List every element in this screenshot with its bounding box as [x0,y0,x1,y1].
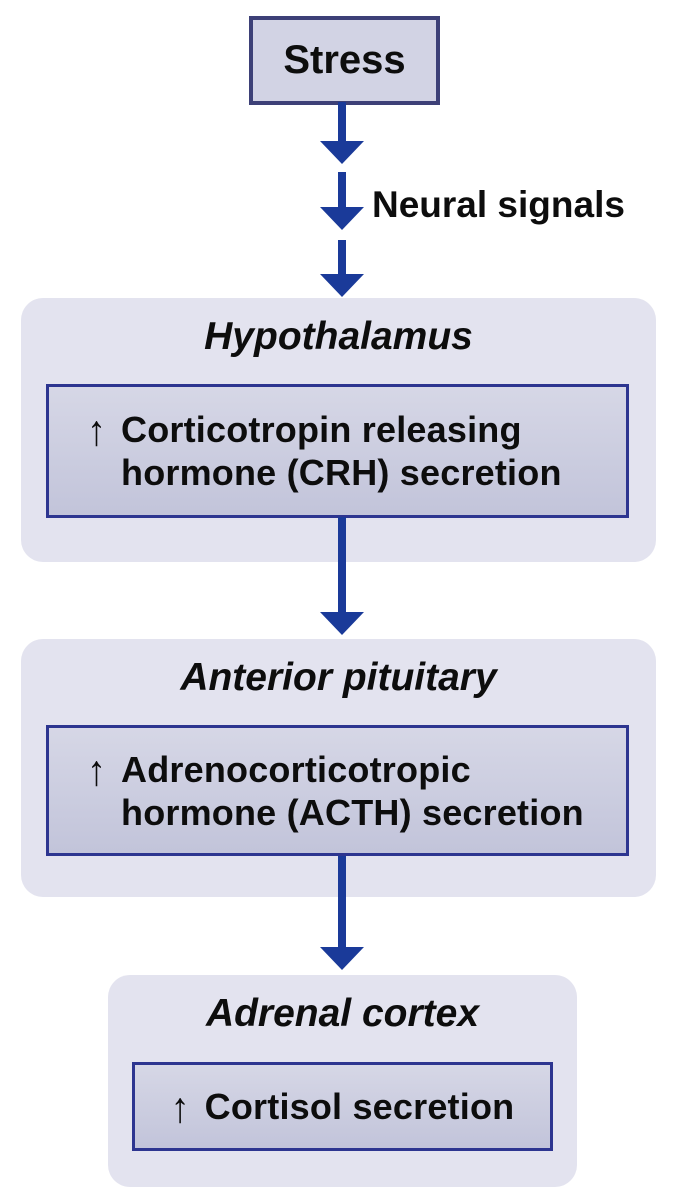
cortisol-secretion-box: ↑ Cortisol secretion [132,1062,553,1151]
down-arrowhead-icon [320,207,364,230]
down-arrowhead-icon [320,947,364,970]
down-arrow-line [338,856,346,947]
down-arrow-line [338,517,346,612]
anterior-pituitary-title: Anterior pituitary [180,656,497,699]
stress-label: Stress [283,38,406,82]
increase-arrow-icon: ↑ [87,747,106,795]
down-arrowhead-icon [320,141,364,164]
adrenal-cortex-title: Adrenal cortex [205,992,480,1035]
cortisol-secretion-text: Cortisol secretion [204,1086,515,1127]
increase-arrow-icon: ↑ [170,1085,190,1133]
crh-line2: hormone (CRH) secretion [121,452,562,493]
neural-signals-label: Neural signals [372,184,625,225]
acth-line1: Adrenocorticotropic [121,748,471,790]
stress-node: Stress [249,16,440,105]
down-arrowhead-icon [320,274,364,297]
down-arrow-line [338,240,346,274]
down-arrow-line [338,102,346,141]
adrenal-cortex-node: Adrenal cortex ↑ Cortisol secretion [108,975,577,1187]
anterior-pituitary-node: Anterior pituitary ↑ Adrenocorticotropic… [21,639,656,897]
acth-line2: hormone (ACTH) secretion [121,791,584,833]
increase-arrow-icon: ↑ [87,408,106,456]
down-arrow-line [338,172,346,207]
cortisol-secretion-content: ↑ Cortisol secretion [171,1085,515,1132]
crh-line1: Corticotropin releasing [121,409,522,450]
hypothalamus-title: Hypothalamus [204,315,473,358]
down-arrowhead-icon [320,612,364,635]
